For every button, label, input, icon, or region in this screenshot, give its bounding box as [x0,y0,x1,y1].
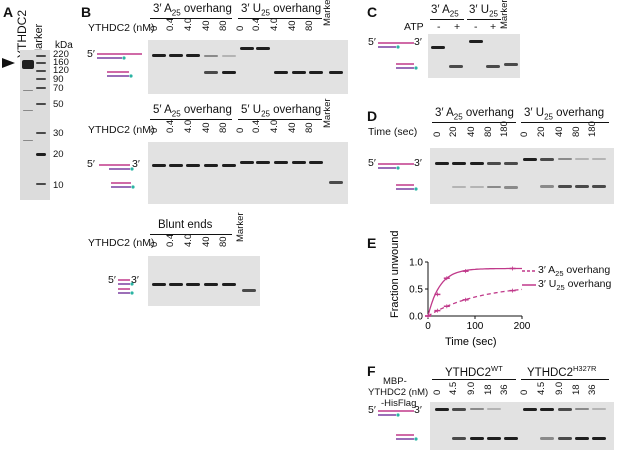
title-5u25: 5′ U25 overhang [241,104,322,119]
title-3u25: 3′ U25 overhang [241,3,322,18]
panel-label-b: B [81,4,92,20]
atp-label: ATP [404,21,424,33]
kda-90: 90 [53,74,64,85]
marker-label-c: Marker [499,0,510,29]
title-d-3a25: 3′ A25 overhang [435,107,514,122]
y-tick-label: 0.5 [409,285,423,296]
three-prime-c: 3′ [414,36,422,48]
kda-10: 10 [53,180,64,191]
panel-label-e: E [367,235,377,251]
kda-160: 160 [53,57,69,68]
chart-ylabel: Fraction unwound [389,231,401,318]
x-tick-label: 200 [514,321,531,332]
ythdc2-nm-label-2: YTHDC2 (nM) [88,124,155,136]
panel-label-f: F [367,363,376,379]
panel-label-c: C [367,4,378,20]
mbp-label-2: YTHDC2 (nM) [368,387,429,398]
title-3a25: 3′ A25 overhang [153,3,232,18]
legend-swatch-solid [522,284,536,286]
ythdc2-nm-label-3: YTHDC2 (nM) [88,237,155,249]
five-prime-b2: 5′ [87,158,95,170]
duplex-icon-c [378,42,418,70]
kda-120: 120 [53,65,69,76]
five-prime-f: 5′ [368,404,376,416]
chart-xlabel: Time (sec) [445,336,497,348]
series-line-0 [427,288,523,317]
five-prime-c: 5′ [368,36,376,48]
kda-70: 70 [53,83,64,94]
x-tick-label: 0 [425,321,431,332]
legend-swatch-dashed [522,270,536,272]
kda-label: kDa [55,40,73,51]
title-5a25: 5′ A25 overhang [153,104,232,119]
sds-page-gel [20,50,50,200]
duplex-icon-f [378,410,418,441]
three-prime-f: 3′ [414,404,422,416]
duplex-icon-b2 [99,164,135,189]
x-tick-label: 100 [467,321,484,332]
kda-220: 220 [53,49,69,60]
five-prime-b1: 5′ [87,48,95,60]
kda-30: 30 [53,128,64,139]
mbp-label-1: MBP- [383,376,407,387]
kda-20: 20 [53,149,64,160]
panel-label-d: D [367,108,378,124]
legend-item-3a25: 3′ A25 overhang [538,264,611,279]
title-f-mut: YTHDC2H327R [527,364,597,379]
mbp-label-3: -HisFlag [381,398,417,409]
kda-50: 50 [53,99,64,110]
duplex-icon-b1 [97,53,142,78]
panel-label-a: A [3,4,14,20]
three-prime-b2: 3′ [132,158,140,170]
y-tick-label: 0.0 [409,312,423,323]
ythdc2-nm-label-1: YTHDC2 (nM) [88,22,155,34]
three-prime-d: 3′ [414,157,422,169]
duplex-icon-b3 [118,279,134,295]
gel-b-row1 [148,40,348,94]
y-tick-label: 1.0 [409,258,423,269]
gel-f [430,402,614,450]
title-blunt: Blunt ends [158,219,213,231]
time-sec-label: Time (sec) [368,126,418,138]
arrowhead-icon [2,58,15,68]
title-d-3u25: 3′ U25 overhang [524,107,605,122]
title-c-3u25: 3′ U25 [469,4,498,19]
five-prime-d: 5′ [368,157,376,169]
gel-b-row3 [148,256,260,306]
gel-b-row2 [148,142,348,204]
three-prime-b3: 3′ [131,274,139,286]
unwinding-kinetics-chart: 0 100 200 0.0 0.5 1.0 Fraction unwound Time (… [389,231,531,348]
gel-c [428,34,520,78]
gel-d [430,148,614,204]
duplex-icon-d [378,163,418,191]
five-prime-b3: 5′ [108,274,116,286]
legend-item-3u25: 3′ U25 overhang [538,278,612,293]
title-c-3a25: 3′ A25 [431,4,459,19]
series-line-1 [427,267,522,317]
title-f-wt: YTHDC2WT [445,364,503,379]
